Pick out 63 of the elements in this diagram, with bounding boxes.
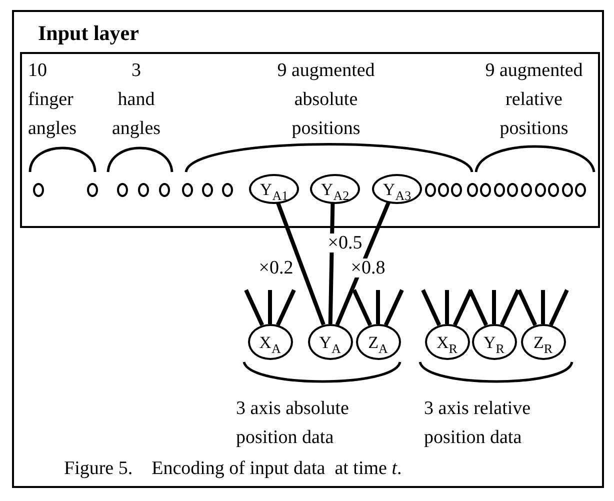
input-neuron bbox=[466, 183, 478, 197]
neuron-oval bbox=[310, 174, 360, 204]
connection-line bbox=[352, 289, 372, 326]
input-neuron bbox=[182, 183, 192, 197]
connection-line bbox=[421, 289, 442, 326]
input-neuron bbox=[548, 183, 560, 197]
connection-line bbox=[468, 289, 488, 326]
group-label: 3 axis relative position data bbox=[424, 397, 532, 450]
neuron-oval bbox=[472, 324, 516, 360]
connection-line bbox=[376, 290, 380, 324]
neuron-oval bbox=[372, 174, 422, 204]
figure-caption: Figure 5. Encoding of input data at time t. bbox=[64, 457, 402, 481]
input-neuron bbox=[562, 183, 573, 197]
neuron-oval bbox=[520, 324, 566, 360]
neuron-oval bbox=[308, 324, 352, 360]
neuron-label: X$_{A}$ bbox=[259, 334, 281, 350]
input-neuron bbox=[480, 183, 492, 197]
layer-heading: Input layer bbox=[38, 20, 139, 47]
group-label: 9 augmented absolute positions bbox=[276, 59, 376, 141]
neuron-label: Z$_{A}$ bbox=[368, 334, 388, 350]
connection-line bbox=[384, 289, 404, 326]
input-neuron bbox=[86, 183, 98, 197]
input-neuron bbox=[116, 183, 128, 197]
input-neuron bbox=[222, 183, 232, 197]
group-label: 9 augmented relative positions bbox=[484, 59, 584, 141]
input-neuron bbox=[138, 183, 148, 197]
neuron-oval bbox=[424, 324, 470, 360]
input-neuron bbox=[520, 183, 532, 197]
neuron-oval bbox=[249, 174, 299, 204]
neuron-oval bbox=[356, 324, 400, 360]
weight-label: ×0.8 bbox=[350, 258, 386, 278]
input-neuron bbox=[424, 183, 436, 197]
connection-line bbox=[244, 289, 264, 326]
connection-line bbox=[445, 290, 449, 324]
input-neuron bbox=[450, 183, 462, 197]
input-neuron bbox=[575, 183, 586, 197]
input-neuron bbox=[494, 183, 505, 197]
input-neuron bbox=[158, 183, 170, 197]
input-neuron bbox=[32, 183, 44, 197]
neuron-label: X$_{R}$ bbox=[436, 334, 458, 350]
weight-label: ×0.5 bbox=[326, 234, 364, 252]
connection-line bbox=[541, 290, 545, 324]
connection-line bbox=[517, 289, 538, 326]
input-neuron bbox=[438, 183, 448, 197]
neuron-label: Y$_{A2}$ bbox=[320, 180, 350, 198]
neuron-label: Y$_{A}$ bbox=[319, 334, 341, 350]
connection-line bbox=[548, 289, 569, 326]
connection-line bbox=[452, 289, 473, 326]
neuron-label: Z$_{R}$ bbox=[533, 334, 553, 350]
connection-line bbox=[328, 202, 335, 324]
group-label: 3 hand angles bbox=[112, 59, 161, 141]
input-neuron bbox=[534, 183, 546, 197]
neuron-label: Y$_{A1}$ bbox=[260, 180, 288, 198]
neuron-oval bbox=[248, 324, 292, 360]
connection-line bbox=[492, 290, 496, 324]
connection-line bbox=[276, 289, 296, 326]
input-neuron bbox=[507, 183, 518, 197]
input-neuron bbox=[202, 183, 212, 197]
connection-line bbox=[500, 289, 520, 326]
group-label: 3 axis absolute position data bbox=[236, 397, 350, 450]
neuron-label: Y$_{R}$ bbox=[484, 334, 504, 350]
group-label: 10 finger angles bbox=[28, 59, 77, 141]
connection-line bbox=[268, 290, 272, 324]
